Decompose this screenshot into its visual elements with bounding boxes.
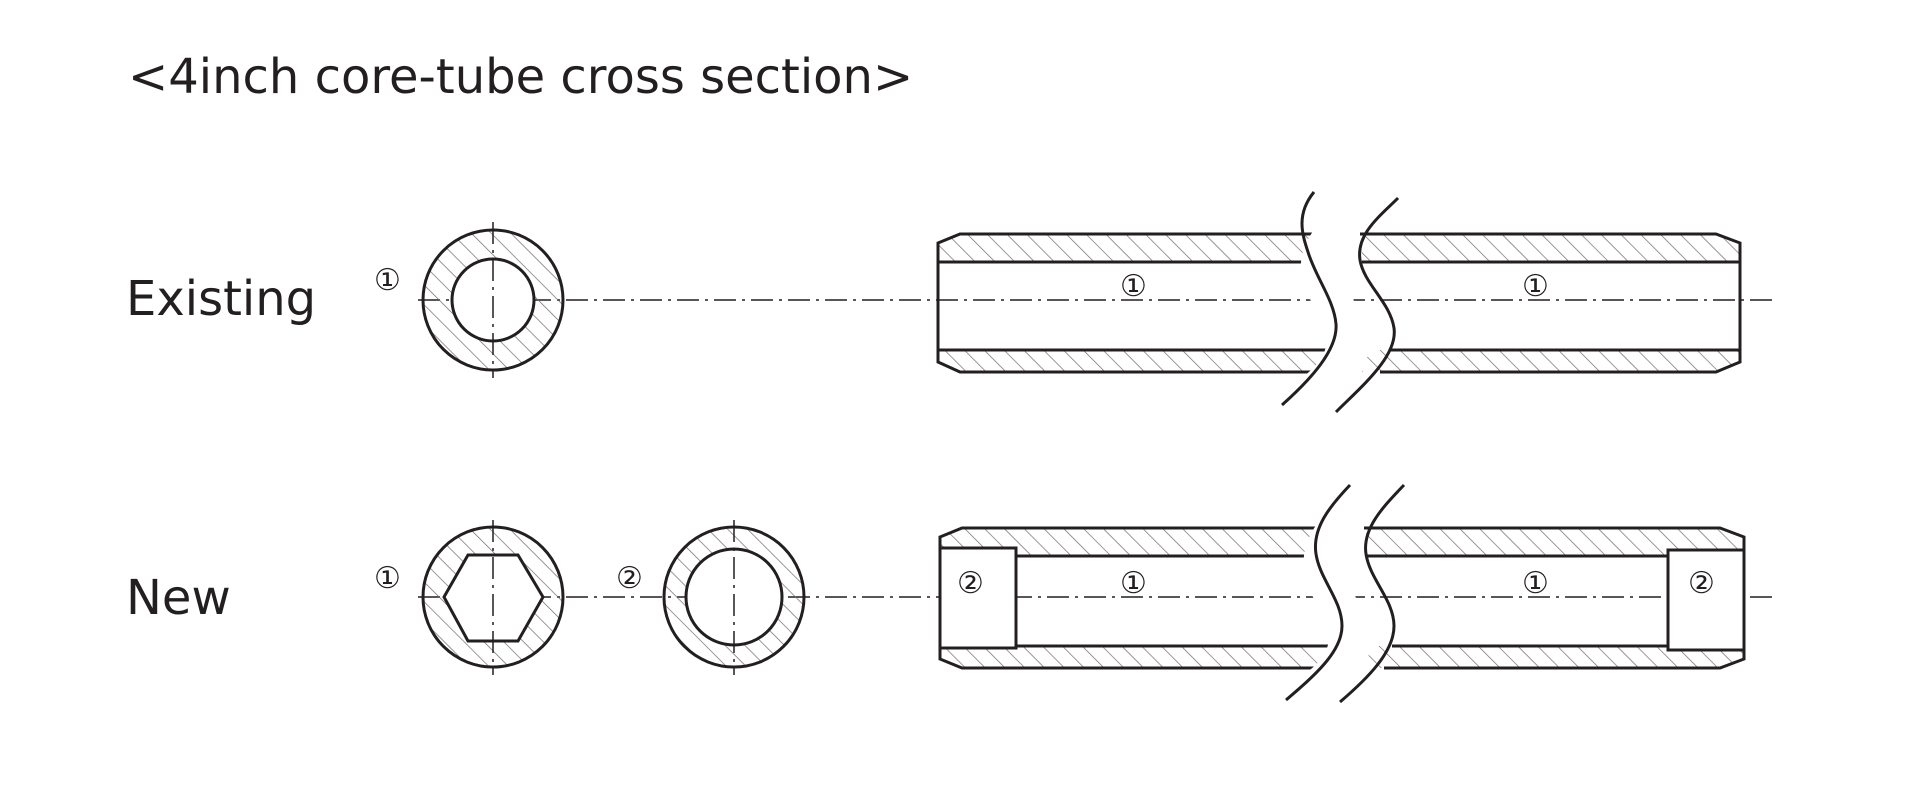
new-tube-mark-plug-right: ② xyxy=(1688,566,1715,601)
diagram-title: <4inch core-tube cross section> xyxy=(128,49,913,105)
new-section-mark-1: ① xyxy=(374,561,401,596)
new-section-mark-2: ② xyxy=(616,561,643,596)
existing-tube xyxy=(936,191,1742,414)
new-tube-mark-2: ① xyxy=(1522,566,1549,601)
existing-cross-section xyxy=(421,222,565,378)
existing-section-mark-1: ① xyxy=(374,263,401,298)
row-label-existing: Existing xyxy=(126,271,316,327)
new-tube-mark-plug-left: ② xyxy=(957,566,984,601)
row-label-new: New xyxy=(126,570,231,626)
existing-tube-mark-1: ① xyxy=(1120,269,1147,304)
existing-tube-mark-2: ① xyxy=(1522,269,1549,304)
new-tube xyxy=(938,483,1746,704)
new-cross-section-2 xyxy=(662,520,806,675)
new-cross-section-1 xyxy=(421,520,565,675)
new-tube-mark-1: ① xyxy=(1120,566,1147,601)
